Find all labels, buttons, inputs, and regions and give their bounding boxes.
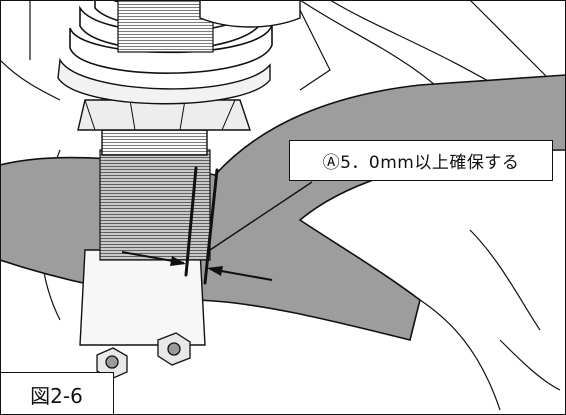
spring-seat — [57, 57, 271, 105]
clearance-callout: Ⓐ5．0mm以上確保する — [289, 140, 553, 181]
figure-label-text: 図2-6 — [30, 383, 83, 408]
bolt-left — [96, 347, 128, 380]
callout-text: Ⓐ5．0mm以上確保する — [322, 153, 520, 173]
measurement-lines — [184, 166, 219, 285]
top-mount — [199, 0, 301, 28]
bolt-right — [157, 332, 191, 366]
figure-label: 図2-6 — [0, 372, 114, 415]
threaded-body-under-arm — [99, 149, 211, 261]
dimension-arrows — [121, 251, 273, 281]
callout-leader — [209, 181, 313, 251]
spring-inner-thread — [117, 0, 214, 53]
